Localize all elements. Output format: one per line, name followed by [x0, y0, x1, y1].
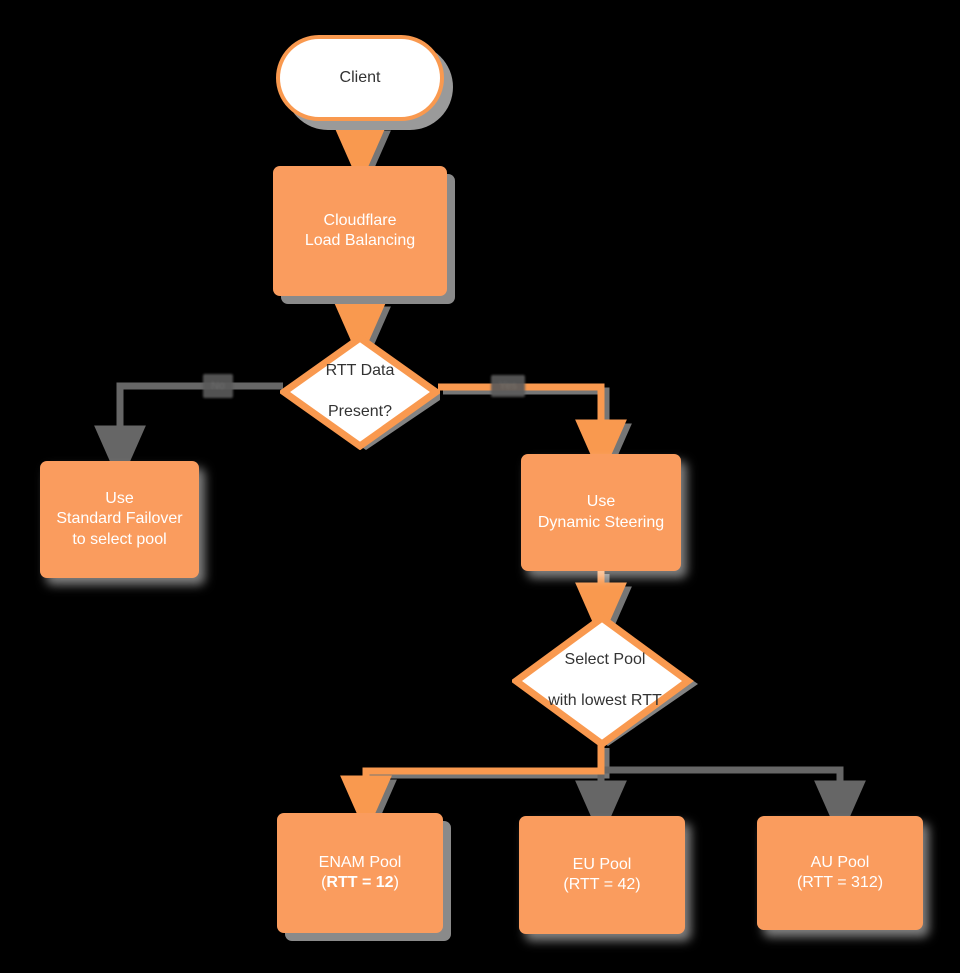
- node-enam-pool[interactable]: ENAM Pool (RTT = 12): [277, 813, 443, 933]
- diamond-shape-select-pool: [512, 614, 698, 748]
- edge-rtt-present-to-standard-failover: [94, 382, 283, 485]
- node-au-pool-label-line2: (RTT = 312): [796, 874, 884, 891]
- node-select-pool-label-line2: with lowest RTT: [548, 692, 662, 710]
- node-rtt-data-present[interactable]: RTT Data Present?: [280, 334, 440, 450]
- node-enam-pool-label-line1: ENAM Pool: [318, 853, 402, 871]
- node-eu-pool-label-line2: (RTT = 42): [563, 876, 641, 893]
- node-rtt-present-label-line2: Present?: [327, 403, 393, 421]
- node-select-pool[interactable]: Select Pool with lowest RTT: [512, 614, 698, 748]
- node-dynamic-steering-label-line2: Dynamic Steering: [537, 513, 665, 531]
- node-client-label: Client: [339, 68, 381, 86]
- node-standard-failover-label-line2: Standard Failover: [56, 510, 183, 528]
- node-cloudflare-label-line1: Cloudflare: [323, 211, 397, 229]
- edge-label-yes: Yes: [491, 375, 525, 397]
- enam-paren-close: ): [393, 874, 399, 891]
- node-rtt-present-label-line1: RTT Data: [325, 361, 395, 379]
- node-standard-failover-label-line3: to select pool: [72, 530, 167, 548]
- node-eu-pool-label-line1: EU Pool: [572, 855, 632, 873]
- node-au-pool-label-line1: AU Pool: [810, 853, 870, 871]
- node-rtt-present-label: RTT Data Present?: [280, 334, 440, 454]
- node-enam-pool-label-line2: (RTT = 12): [321, 873, 399, 893]
- edge-select-pool-to-enam-pool: [340, 744, 605, 835]
- diamond-shape-rtt-present: [280, 334, 440, 450]
- node-dynamic-steering-label-line1: Use: [586, 493, 616, 511]
- node-select-pool-label-line1: Select Pool: [564, 650, 646, 668]
- node-standard-failover[interactable]: Use Standard Failover to select pool: [40, 461, 199, 578]
- node-select-pool-label: Select Pool with lowest RTT: [512, 614, 706, 751]
- node-eu-pool[interactable]: EU Pool (RTT = 42): [519, 816, 685, 934]
- node-standard-failover-label-line1: Use: [105, 489, 134, 507]
- node-cloudflare-label-line2: Load Balancing: [304, 232, 416, 249]
- node-client[interactable]: Client: [276, 35, 444, 121]
- node-cloudflare-load-balancing[interactable]: Cloudflare Load Balancing: [273, 166, 447, 296]
- enam-paren-open: (: [321, 874, 327, 891]
- node-au-pool[interactable]: AU Pool (RTT = 312): [757, 816, 923, 930]
- node-dynamic-steering[interactable]: Use Dynamic Steering: [521, 454, 681, 571]
- edge-select-pool-to-au-pool: [601, 766, 866, 840]
- edge-label-no: No: [203, 374, 233, 398]
- enam-rtt-value: RTT = 12: [326, 874, 394, 891]
